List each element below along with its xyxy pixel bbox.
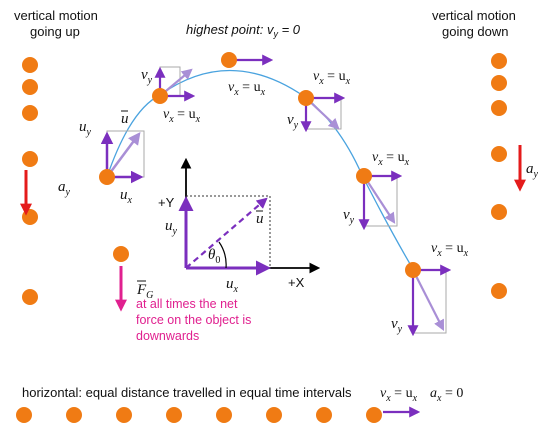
u-label-center: u [256, 211, 264, 227]
ball-f [405, 262, 421, 278]
u-label-a: u [121, 111, 129, 127]
ball-force [113, 246, 129, 262]
theta-arc [218, 241, 227, 269]
vx-label-c: vx = ux [228, 80, 266, 98]
ball-up-3 [22, 105, 38, 121]
ux-label-center: ux [226, 276, 239, 295]
ball-horizontal-5 [216, 407, 232, 423]
horizontal-note: horizontal: equal distance travelled in … [22, 385, 352, 400]
ax-label: ax = 0 [430, 386, 463, 404]
ball-horizontal-1 [16, 407, 32, 423]
u-vector-center [185, 197, 268, 269]
ball-down-4 [491, 146, 507, 162]
v-vector-e [363, 175, 396, 224]
ball-horizontal-2 [66, 407, 82, 423]
vy-label-e: vy [343, 207, 355, 226]
y-axis-label: +Y [158, 195, 175, 210]
ball-down-3 [491, 100, 507, 116]
ball-c [221, 52, 237, 68]
ball-up-6 [22, 289, 38, 305]
ball-down-5 [491, 204, 507, 220]
left-heading-line1: vertical motion [14, 8, 98, 23]
trajectory-path [106, 69, 414, 270]
ball-down-2 [491, 75, 507, 91]
vx-label-f: vx = ux [431, 241, 469, 259]
ball-up-5 [22, 209, 38, 225]
force-note-line3: downwards [136, 329, 199, 343]
ball-up-4 [22, 151, 38, 167]
ball-horizontal-7 [316, 407, 332, 423]
vx-label-horizontal: vx = ux [380, 386, 418, 404]
ball-up-1 [22, 57, 38, 73]
right-heading-line2: going down [442, 24, 509, 39]
left-heading-line2: going up [30, 24, 80, 39]
ay-label-right: ay [526, 161, 539, 180]
force-label: FG [136, 282, 153, 301]
ux-label-a: ux [120, 187, 133, 206]
uy-label-center: uy [165, 218, 178, 237]
vx-label-d: vx = ux [313, 69, 351, 87]
vx-label-e: vx = ux [372, 150, 410, 168]
ball-e [356, 168, 372, 184]
ball-a [99, 169, 115, 185]
ball-down-1 [491, 53, 507, 69]
force-note-line2: force on the object is [136, 313, 251, 327]
ay-label-left: ay [58, 179, 71, 198]
vy-label-b: vy [141, 67, 153, 86]
ball-horizontal-6 [266, 407, 282, 423]
right-heading-line1: vertical motion [432, 8, 516, 23]
ball-horizontal-4 [166, 407, 182, 423]
v-vector-f [412, 269, 444, 331]
ball-down-6 [491, 283, 507, 299]
ball-horizontal-8 [366, 407, 382, 423]
ball-horizontal-3 [116, 407, 132, 423]
force-note-line1: at all times the net [136, 297, 238, 311]
vy-label-d: vy [287, 112, 299, 131]
vy-label-f: vy [391, 316, 403, 335]
ball-d [298, 90, 314, 106]
theta-label: θ0 [208, 247, 220, 266]
uy-label-a: uy [79, 119, 92, 138]
x-axis-label: +X [288, 275, 305, 290]
highest-point-title: highest point: vy = 0 [186, 22, 301, 39]
ball-b [152, 88, 168, 104]
ball-up-2 [22, 79, 38, 95]
u-vector-a [105, 131, 141, 178]
vx-label-b: vx = ux [163, 107, 201, 125]
